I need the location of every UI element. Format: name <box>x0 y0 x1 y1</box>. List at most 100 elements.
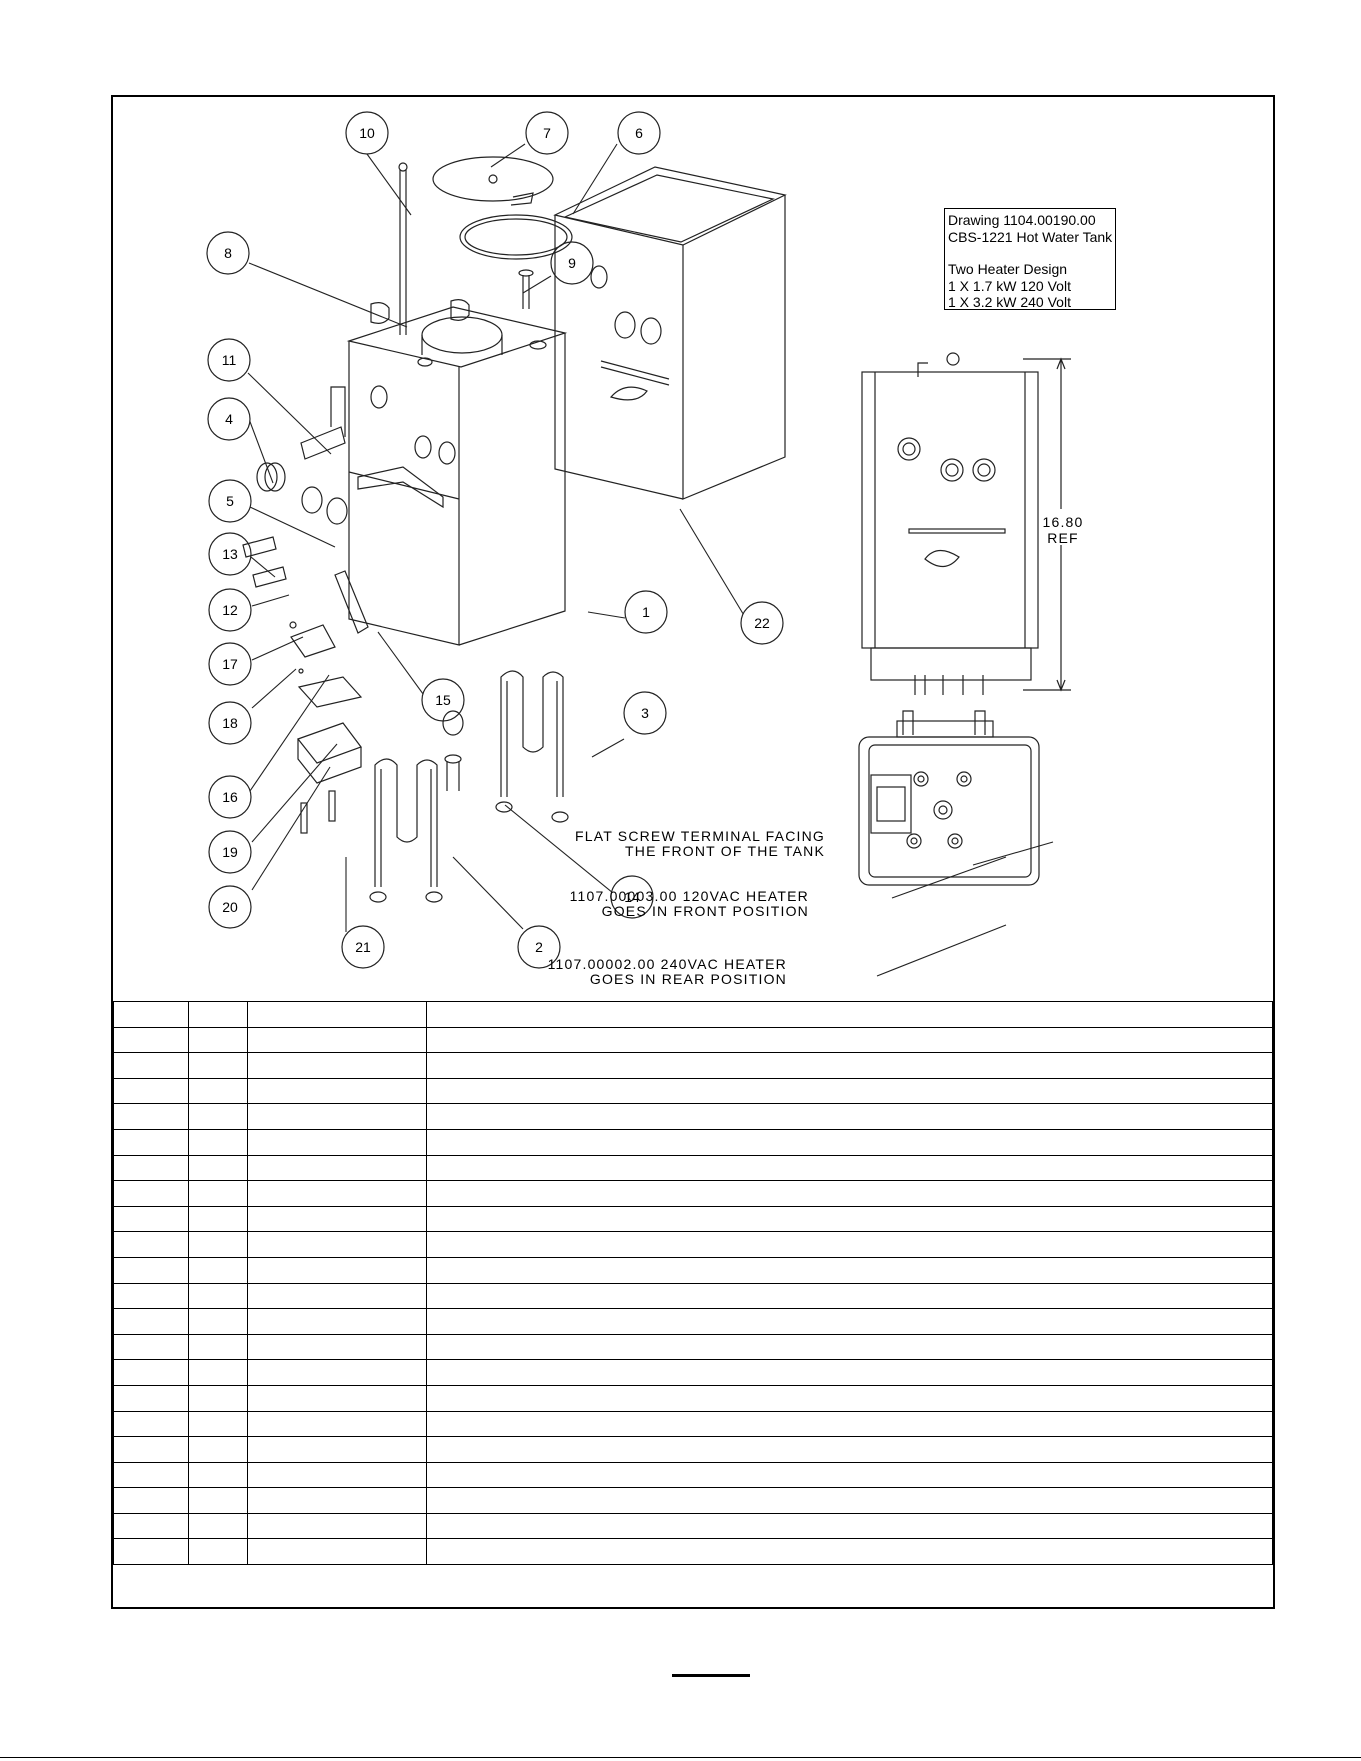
table-cell <box>113 1461 189 1489</box>
table-cell <box>188 1205 248 1233</box>
part-heater-2 <box>369 758 443 903</box>
balloon-20: 20 <box>208 885 252 929</box>
table-cell <box>113 1026 189 1054</box>
callout-heater120-line2: GOES IN FRONT POSITION <box>602 903 809 919</box>
svg-text:22: 22 <box>754 615 770 631</box>
balloon-1: 1 <box>624 590 668 634</box>
part-fitting-14 <box>442 710 464 791</box>
table-cell <box>247 1384 427 1412</box>
drawing-frame: 10 7 6 8 9 11 4 5 13 12 17 18 16 19 20 2… <box>111 95 1275 1609</box>
part-rod-10 <box>398 162 408 335</box>
balloon-4: 4 <box>207 397 251 441</box>
dimension-value: 16.80 <box>1042 514 1083 530</box>
svg-text:20: 20 <box>222 899 238 915</box>
table-cell <box>247 1103 427 1130</box>
part-tank-1 <box>346 299 568 646</box>
parts-table <box>113 1001 1273 1566</box>
table-cell <box>426 1333 1273 1361</box>
svg-text:5: 5 <box>226 493 234 509</box>
table-row <box>113 1538 1273 1566</box>
table-cell <box>113 1487 189 1514</box>
part-fitting-13 <box>242 536 277 558</box>
table-cell <box>426 1461 1273 1489</box>
drawing-info-box: Drawing 1104.00190.00 CBS-1221 Hot Water… <box>944 208 1116 310</box>
table-cell <box>113 1282 189 1310</box>
table-cell <box>188 1026 248 1054</box>
svg-text:3: 3 <box>641 705 649 721</box>
table-cell <box>113 1308 189 1335</box>
part-heater-3 <box>495 670 569 823</box>
table-cell <box>188 1461 248 1489</box>
table-row <box>113 1180 1273 1207</box>
table-cell <box>113 1436 189 1463</box>
table-row <box>113 1154 1273 1182</box>
exploded-view-drawing: 10 7 6 8 9 11 4 5 13 12 17 18 16 19 20 2… <box>206 111 1083 987</box>
table-cell <box>247 1001 427 1028</box>
svg-text:12: 12 <box>222 602 238 618</box>
table-cell <box>188 1410 248 1438</box>
svg-text:17: 17 <box>222 656 238 672</box>
table-cell <box>113 1538 189 1566</box>
table-cell <box>426 1077 1273 1105</box>
table-cell <box>247 1026 427 1054</box>
table-cell <box>113 1231 189 1258</box>
balloon-3: 3 <box>623 691 667 735</box>
table-row <box>113 1282 1273 1310</box>
table-cell <box>247 1436 427 1463</box>
svg-text:18: 18 <box>222 715 238 731</box>
table-cell <box>113 1001 189 1028</box>
table-cell <box>426 1384 1273 1412</box>
table-cell <box>188 1001 248 1028</box>
part-lid-7 <box>432 156 554 206</box>
table-cell <box>247 1282 427 1310</box>
table-cell <box>247 1180 427 1207</box>
table-cell <box>247 1512 427 1540</box>
table-cell <box>188 1282 248 1310</box>
table-cell <box>426 1512 1273 1540</box>
table-cell <box>113 1052 189 1079</box>
table-row <box>113 1308 1273 1335</box>
table-cell <box>247 1256 427 1284</box>
table-cell <box>113 1154 189 1182</box>
part-fitting-12 <box>252 566 287 588</box>
table-cell <box>426 1128 1273 1156</box>
table-cell <box>426 1436 1273 1463</box>
bottom-view <box>858 710 1040 886</box>
part-elbow-11 <box>300 386 346 460</box>
balloon-7: 7 <box>525 111 569 155</box>
table-row <box>113 1359 1273 1386</box>
balloon-group: 10 7 6 8 9 11 4 5 13 12 17 18 16 19 20 2… <box>206 111 784 969</box>
table-cell <box>113 1410 189 1438</box>
table-cell <box>426 1359 1273 1386</box>
svg-text:21: 21 <box>355 939 371 955</box>
table-cell <box>188 1103 248 1130</box>
table-row <box>113 1205 1273 1233</box>
svg-text:6: 6 <box>635 125 643 141</box>
table-row <box>113 1026 1273 1054</box>
table-cell <box>426 1026 1273 1054</box>
table-row <box>113 1487 1273 1514</box>
callout-flat-screw-line2: THE FRONT OF THE TANK <box>625 843 825 859</box>
table-cell <box>188 1333 248 1361</box>
table-cell <box>247 1461 427 1489</box>
page-bottom-rule <box>0 1757 1361 1758</box>
table-row <box>113 1052 1273 1079</box>
table-cell <box>247 1154 427 1182</box>
svg-text:19: 19 <box>222 844 238 860</box>
callout-heater240-line1: 1107.00002.00 240VAC HEATER <box>548 956 787 972</box>
table-cell <box>113 1103 189 1130</box>
table-cell <box>113 1077 189 1105</box>
table-row <box>113 1410 1273 1438</box>
table-cell <box>113 1333 189 1361</box>
svg-text:7: 7 <box>543 125 551 141</box>
table-cell <box>188 1308 248 1335</box>
table-row <box>113 1333 1273 1361</box>
table-cell <box>426 1180 1273 1207</box>
table-cell <box>188 1436 248 1463</box>
table-cell <box>247 1410 427 1438</box>
table-cell <box>247 1205 427 1233</box>
svg-text:13: 13 <box>222 546 238 562</box>
table-cell <box>426 1001 1273 1028</box>
table-row <box>113 1256 1273 1284</box>
part-fitting-5 <box>301 486 348 525</box>
